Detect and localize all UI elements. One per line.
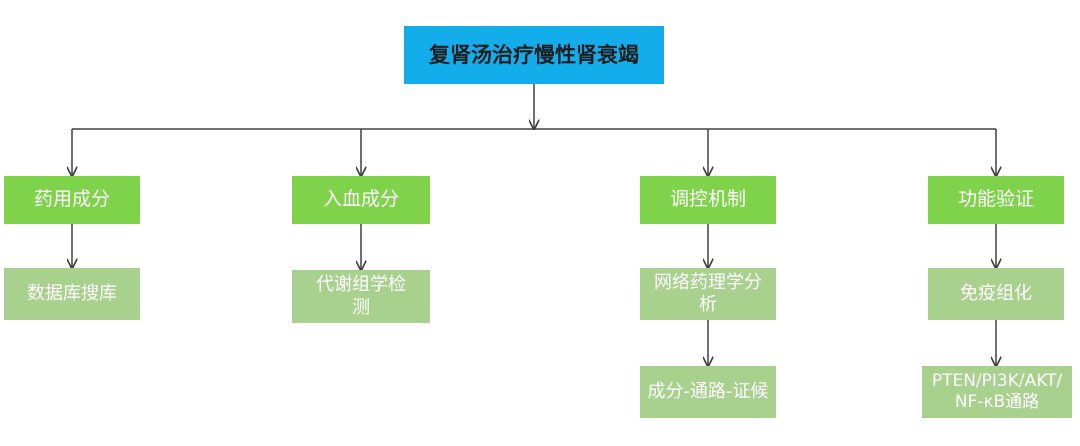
branch-node-label: 调控机制: [669, 188, 746, 211]
root-node: 复肾汤治疗慢性肾衰竭: [404, 26, 664, 84]
leaf-node-label: 代谢组学检测: [316, 274, 406, 318]
leaf-node-metabolomics: 代谢组学检测: [292, 270, 430, 323]
leaf-node-label: 数据库搜库: [27, 282, 117, 304]
branch-node-label: 功能验证: [957, 188, 1034, 211]
leaf-node-database-search: 数据库搜库: [4, 268, 140, 320]
root-node-label: 复肾汤治疗慢性肾衰竭: [429, 42, 639, 67]
branch-node-mechanism: 调控机制: [640, 176, 776, 224]
leaf-node-signaling-pathway: PTEN/PI3K/AKT/NF-κB通路: [922, 366, 1072, 418]
leaf-node-label: PTEN/PI3K/AKT/NF-κB通路: [931, 370, 1063, 412]
leaf-node-label: 网络药理学分析: [654, 271, 762, 316]
branch-node-ingredients: 药用成分: [4, 176, 140, 224]
leaf-node-label: 成分-通路-证候: [647, 380, 769, 402]
branch-node-label: 药用成分: [33, 188, 110, 211]
branch-node-blood-components: 入血成分: [292, 176, 430, 224]
branch-node-label: 入血成分: [322, 188, 399, 211]
leaf-node-network-pharmacology: 网络药理学分析: [640, 268, 776, 320]
leaf-node-component-pathway: 成分-通路-证候: [640, 366, 776, 418]
leaf-node-immunohistochemistry: 免疫组化: [928, 268, 1064, 320]
leaf-node-label: 免疫组化: [960, 282, 1032, 304]
branch-node-validation: 功能验证: [928, 176, 1064, 224]
